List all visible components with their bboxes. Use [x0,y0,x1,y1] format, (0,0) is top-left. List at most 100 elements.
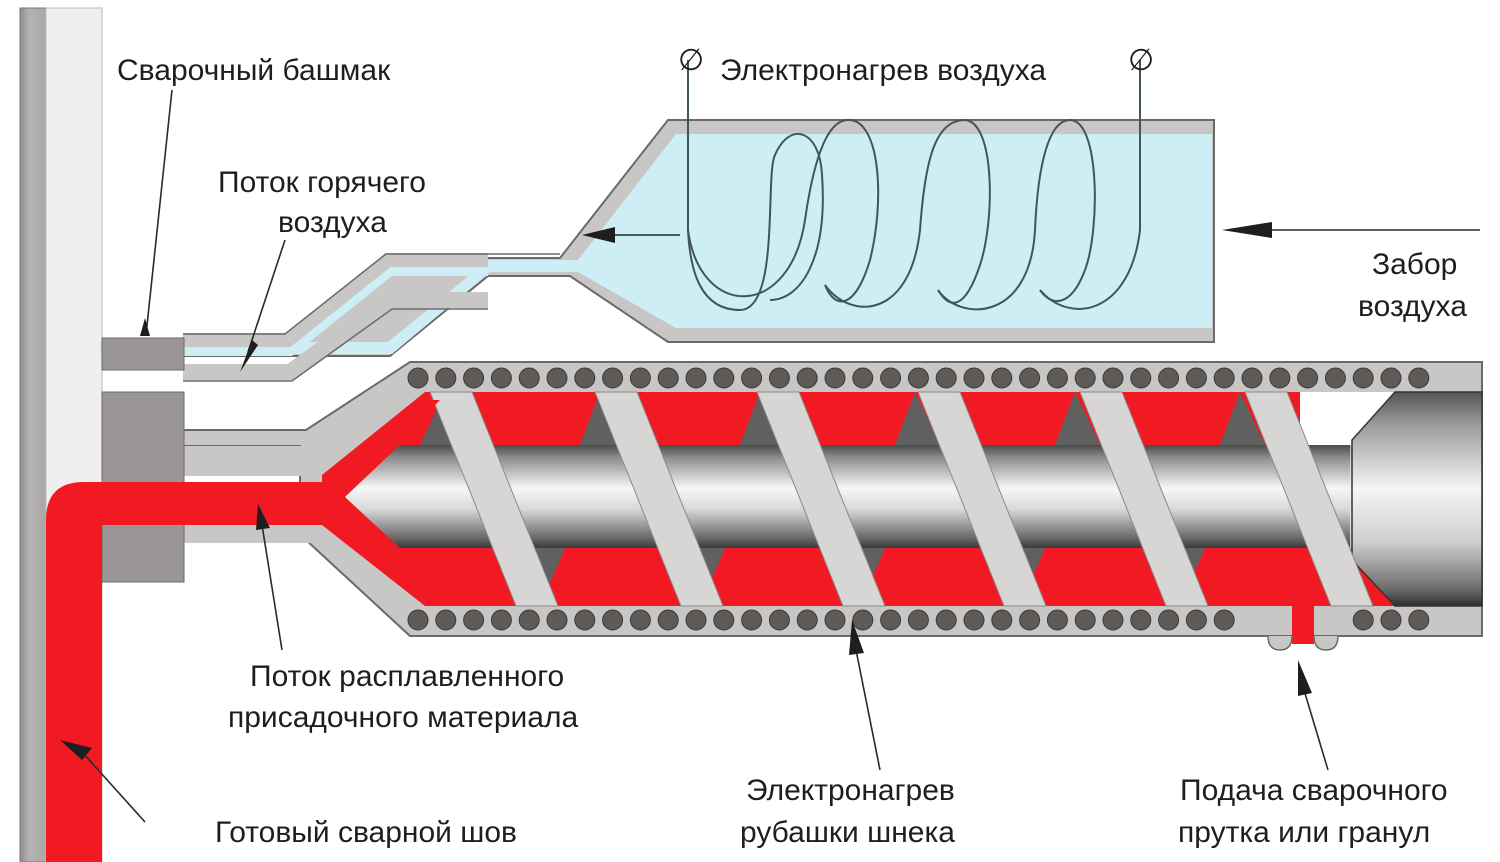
heater-element [768,609,790,631]
heater-element [546,367,568,389]
heater-element [1046,367,1068,389]
welding-shoe [101,337,185,583]
heater-element [991,609,1013,631]
screw-flight [594,391,724,607]
heater-element [880,609,902,631]
screw-flight [917,391,1047,607]
heater-element [463,367,485,389]
heater-element [824,367,846,389]
label-air-intake-line2: воздуха [1358,290,1467,323]
screw-flight [1079,391,1209,607]
heater-element [574,609,596,631]
heater-element [907,367,929,389]
heater-element [518,367,540,389]
heater-element [1269,367,1291,389]
screw-flight [1244,391,1374,607]
heater-element [407,609,429,631]
melt-flow-channel [300,400,440,594]
heater-element [880,367,902,389]
label-barrel-heater-line2: рубашки шнека [740,816,955,849]
heater-element [435,609,457,631]
label-finished-seam: Готовый сварной шов [215,816,517,849]
heater-element [629,609,651,631]
heater-element [1185,367,1207,389]
heater-element [935,609,957,631]
label-air-heater: Электронагрев воздуха [720,54,1046,87]
heater-element [741,367,763,389]
heater-element [1102,367,1124,389]
heater-element [1213,367,1235,389]
heater-element [1324,367,1346,389]
heater-element [824,609,846,631]
heater-element [685,367,707,389]
heater-element [852,367,874,389]
heater-element [1241,367,1263,389]
heater-element [602,367,624,389]
terminal-right-symbol: ∅ [1128,44,1154,77]
barrel-heater-bottom-row [407,609,1430,631]
heater-element [796,609,818,631]
finished-weld-seam [46,482,320,862]
label-air-intake-line1: Забор [1372,248,1457,281]
heater-element [1158,367,1180,389]
label-melt-flow-line2: присадочного материала [228,701,578,734]
heater-element [907,609,929,631]
leader-lines [60,89,1480,823]
heater-element [1185,609,1207,631]
label-welding-shoe: Сварочный башмак [117,54,391,87]
screw-flight [756,391,886,607]
heater-element [1408,367,1430,389]
heater-element [796,367,818,389]
heater-element [490,367,512,389]
label-barrel-heater-line1: Электронагрев [746,774,955,807]
heater-element [546,609,568,631]
heater-element [1130,367,1152,389]
heater-element [852,609,874,631]
heater-element [574,367,596,389]
heater-element [1158,609,1180,631]
heater-element [1352,367,1374,389]
heater-element [1352,609,1374,631]
heater-element [435,367,457,389]
heater-element [407,367,429,389]
heater-element [602,609,624,631]
barrel-heater-top-row [407,367,1430,389]
heater-element [657,609,679,631]
heater-element [768,367,790,389]
heater-element [518,609,540,631]
label-hot-air-flow-line1: Поток горячего [218,166,426,199]
label-rod-feed-line1: Подача сварочного [1180,774,1448,807]
label-rod-feed-line2: прутка или гранул [1178,816,1430,849]
heater-element [1074,367,1096,389]
heater-element [713,609,735,631]
heater-element [1380,367,1402,389]
screw-flight [429,391,559,607]
heater-element [1074,609,1096,631]
heater-element [685,609,707,631]
heater-element [1213,609,1235,631]
heater-element [1019,609,1041,631]
heater-element [463,609,485,631]
heater-element [991,367,1013,389]
heater-element [963,367,985,389]
heater-element [713,367,735,389]
heater-element [629,367,651,389]
label-hot-air-flow-line2: воздуха [278,206,387,239]
heater-element [1380,609,1402,631]
heater-element [935,367,957,389]
heater-element [490,609,512,631]
heater-element [657,367,679,389]
screw [345,391,1483,607]
heater-element [1408,609,1430,631]
heater-element [1019,367,1041,389]
air-heating-coil [687,60,1141,312]
labels: Сварочный башмак Поток горячего воздуха … [117,54,1467,849]
heater-element [1130,609,1152,631]
air-heater-housing [100,119,1215,382]
heater-element [1046,609,1068,631]
rod-feed-inlet [1267,604,1339,651]
heater-element [1297,367,1319,389]
heater-element [1102,609,1124,631]
label-melt-flow-line1: Поток расплавленного [250,660,564,693]
